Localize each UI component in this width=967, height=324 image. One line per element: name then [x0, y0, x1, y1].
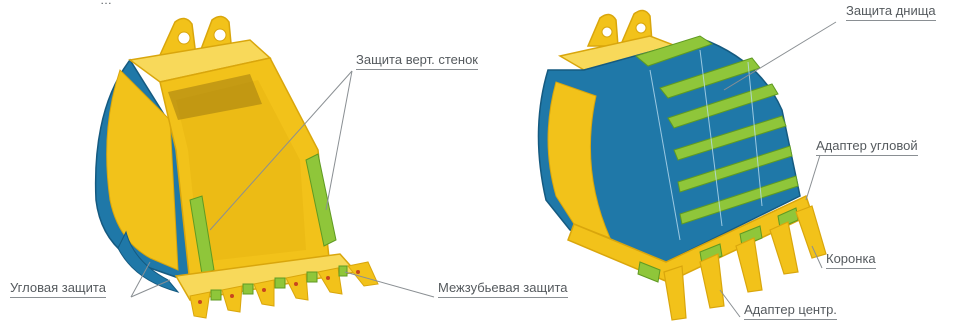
right-bucket-lug-hole	[602, 27, 612, 37]
left-tooth	[222, 286, 242, 312]
left-bucket-lug-hole	[178, 32, 190, 44]
center-adapter-tooth	[664, 266, 686, 320]
label-crown: Коронка	[826, 251, 876, 269]
right-bucket-lug-hole	[636, 23, 646, 33]
label-corner-protection: Угловая защита	[10, 280, 106, 298]
center-adapter-tooth	[700, 254, 724, 308]
left-tooth	[286, 274, 308, 300]
center-adapter-tooth	[770, 222, 798, 274]
left-bucket	[96, 16, 378, 318]
left-tooth	[190, 292, 210, 318]
label-center-adapter: Адаптер центр.	[744, 302, 837, 320]
header-fragment: …	[100, 0, 112, 8]
label-bottom-protection: Защита днища	[846, 3, 936, 21]
left-tooth	[318, 268, 342, 294]
label-side-wall-protection: Защита верт. стенок	[356, 52, 478, 70]
left-tooth	[254, 280, 274, 306]
label-interteeth-protection: Межзубьевая защита	[438, 280, 568, 298]
right-bucket	[538, 10, 826, 320]
label-corner-adapter: Адаптер угловой	[816, 138, 918, 156]
center-adapter-tooth	[736, 238, 762, 292]
left-bucket-lug-hole	[214, 29, 226, 41]
corner-adapter-tooth	[796, 206, 826, 258]
